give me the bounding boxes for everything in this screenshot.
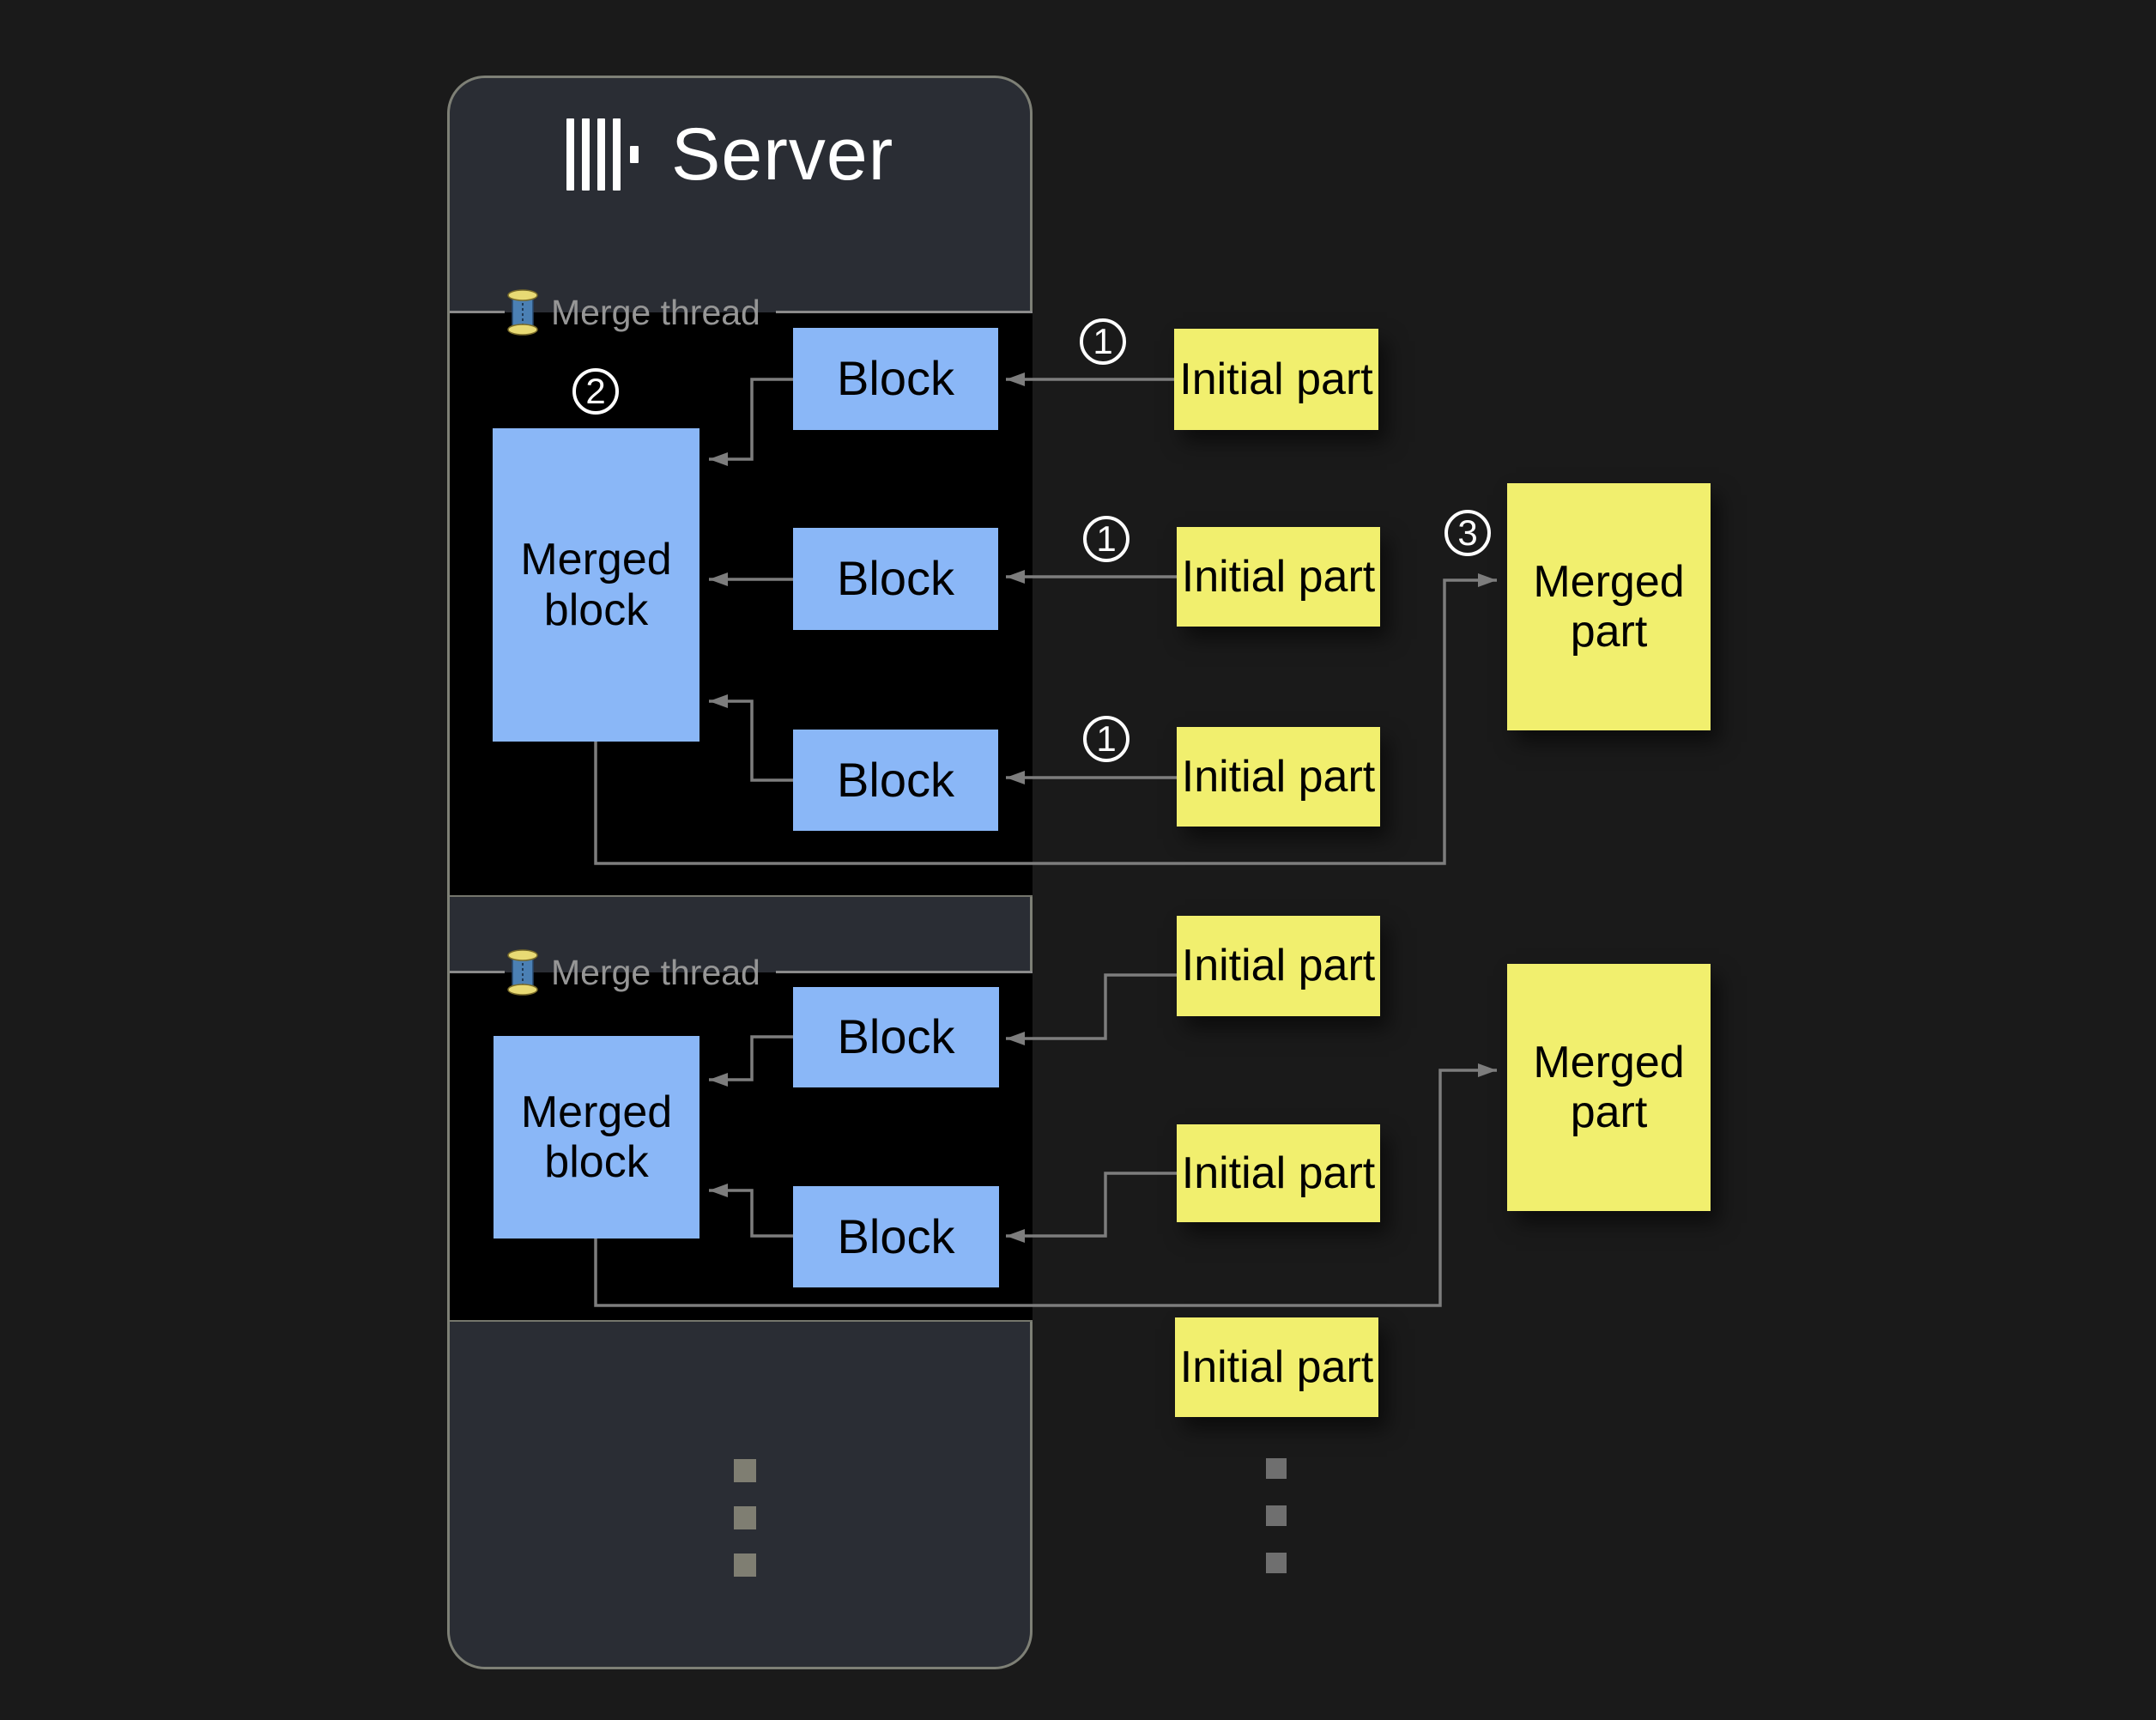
merge-thread-legend-1: Merge thread	[506, 288, 760, 336]
merged-part-node: Merged part	[1507, 964, 1711, 1211]
merged-block-node: Merged block	[494, 1036, 699, 1239]
dot	[734, 1506, 756, 1529]
block-node: Block	[793, 730, 998, 831]
dot	[1266, 1553, 1287, 1573]
thread-box-border-segment	[776, 971, 1033, 973]
initial-part-node: Initial part	[1177, 916, 1380, 1016]
block-node: Block	[793, 987, 999, 1087]
block-node: Block	[793, 1186, 999, 1287]
thread-box-border-segment	[776, 311, 1033, 313]
server-title: Server	[671, 113, 894, 196]
initial-part-node: Initial part	[1177, 527, 1380, 627]
block-node: Block	[793, 528, 998, 630]
step-badge-ingest: 1	[1083, 716, 1129, 762]
merged-block-node: Merged block	[493, 428, 699, 742]
dot	[1266, 1505, 1287, 1526]
step-badge-output: 3	[1444, 510, 1491, 556]
step-badge-ingest: 1	[1083, 516, 1129, 562]
merge-thread-legend-2: Merge thread	[506, 948, 760, 996]
step-badge-ingest: 1	[1080, 318, 1126, 365]
thread-spool-icon	[507, 289, 538, 336]
thread-box-border-segment	[450, 311, 505, 313]
thread-spool-icon	[507, 949, 538, 996]
dot	[734, 1459, 756, 1482]
thread-box-border-segment	[450, 971, 505, 973]
merged-part-node: Merged part	[1507, 483, 1711, 730]
initial-part-node: Initial part	[1177, 1124, 1380, 1222]
merge-thread-label: Merge thread	[551, 952, 760, 992]
server-header: Server	[566, 103, 927, 206]
step-badge-merge: 2	[572, 368, 619, 415]
dot	[734, 1553, 756, 1577]
clickhouse-logo-icon	[566, 118, 640, 191]
merge-thread-label: Merge thread	[551, 292, 760, 332]
initial-part-node: Initial part	[1175, 1317, 1378, 1417]
dot	[1266, 1458, 1287, 1479]
initial-part-node: Initial part	[1177, 727, 1380, 827]
initial-part-node: Initial part	[1174, 329, 1378, 430]
block-node: Block	[793, 328, 998, 430]
